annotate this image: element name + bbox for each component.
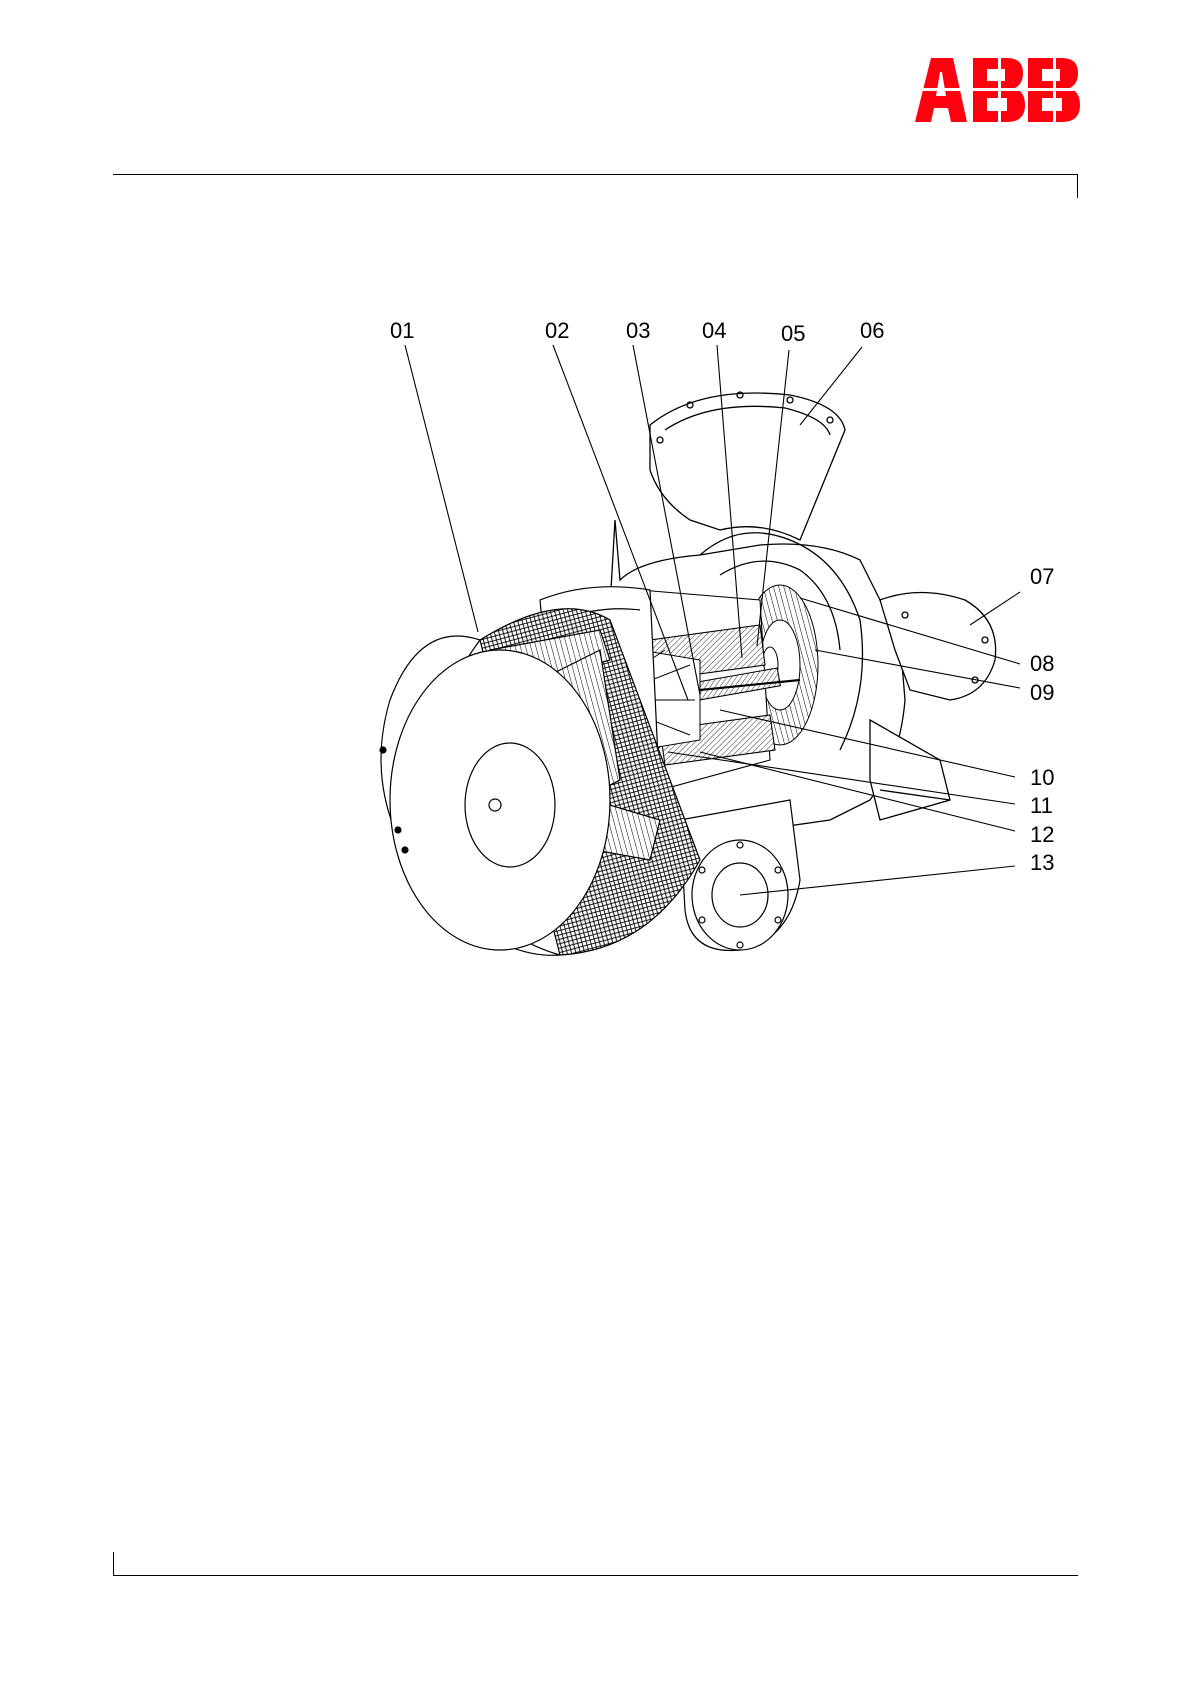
callout-02: 02 (545, 318, 569, 343)
callout-08: 08 (1030, 651, 1054, 676)
air-outlet-flange (680, 800, 800, 951)
callout-10: 10 (1030, 765, 1054, 790)
callout-01: 01 (390, 318, 414, 343)
callout-13: 13 (1030, 850, 1054, 875)
callout-12: 12 (1030, 822, 1054, 847)
callout-07: 07 (1030, 564, 1054, 589)
callout-06: 06 (860, 318, 884, 343)
callout-04: 04 (702, 318, 726, 343)
footer-rule (113, 1575, 1078, 1576)
callout-11: 11 (1030, 793, 1053, 818)
footer-tick (113, 1552, 114, 1576)
callout-05: 05 (781, 321, 805, 346)
callout-09: 09 (1030, 680, 1054, 705)
callout-03: 03 (626, 318, 650, 343)
